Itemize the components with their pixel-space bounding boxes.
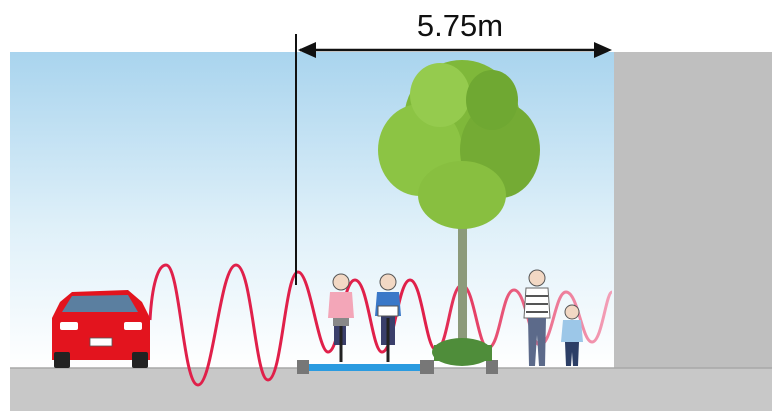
- noise-wave: [148, 263, 614, 387]
- curb-block-right: [420, 360, 434, 374]
- dimension-arrow-icon: [295, 34, 612, 285]
- bike-lane: [305, 364, 423, 371]
- building-wall: [614, 52, 772, 370]
- ground: [10, 368, 772, 411]
- tree-icon: [378, 60, 540, 366]
- dimension-label: 5.75m: [416, 8, 504, 43]
- car-icon: [52, 290, 150, 368]
- curb-block-left: [297, 360, 309, 374]
- pedestrian-icon: [523, 269, 551, 366]
- cyclist-icon: [328, 273, 354, 362]
- curb-block-far: [486, 360, 498, 374]
- cyclist-icon: [375, 273, 401, 362]
- child-icon: [561, 304, 583, 366]
